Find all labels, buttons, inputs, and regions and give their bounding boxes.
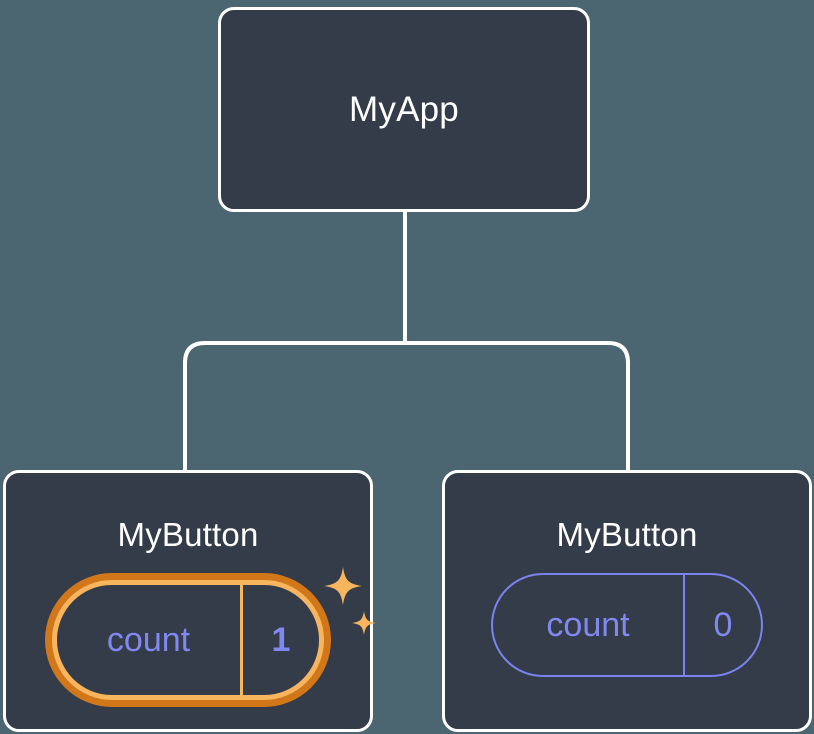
sparkle-small-icon bbox=[352, 611, 376, 635]
node-myapp[interactable]: MyApp bbox=[218, 7, 590, 212]
node-mybutton-right[interactable]: MyButton count 0 bbox=[442, 470, 812, 732]
node-mybutton-right-label: MyButton bbox=[556, 516, 698, 553]
state-pill-left-value: 1 bbox=[240, 585, 319, 695]
edge-bus-left bbox=[183, 341, 405, 472]
state-pill-left[interactable]: count 1 bbox=[45, 573, 331, 707]
edge-bus-right bbox=[405, 341, 630, 472]
node-mybutton-left-label: MyButton bbox=[117, 516, 259, 553]
state-pill-right-value: 0 bbox=[683, 575, 761, 675]
state-pill-right-wrap: count 0 bbox=[491, 573, 763, 677]
node-mybutton-left[interactable]: MyButton count 1 bbox=[3, 470, 376, 732]
sparkle-large-icon bbox=[324, 567, 362, 605]
state-pill-left-wrap: count 1 bbox=[45, 567, 376, 707]
state-pill-left-key: count bbox=[106, 621, 191, 659]
state-pill-right[interactable]: count 0 bbox=[491, 573, 763, 677]
state-pill-right-inner: count 0 bbox=[493, 575, 761, 675]
state-pill-right-key: count bbox=[546, 606, 630, 644]
node-myapp-label: MyApp bbox=[349, 90, 459, 129]
state-pill-left-inner: count 1 bbox=[57, 585, 319, 695]
